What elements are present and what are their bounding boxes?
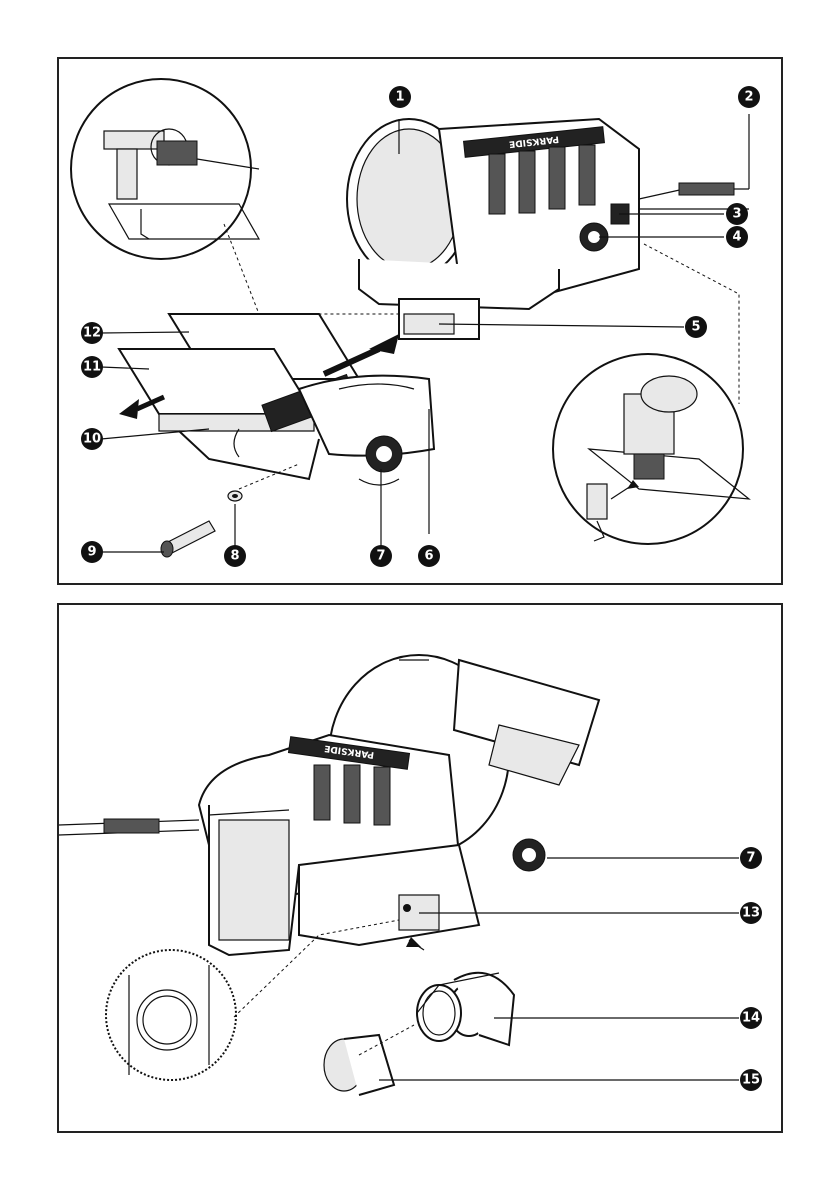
callout-6: 6: [418, 545, 440, 567]
work-rest-table: [119, 314, 434, 485]
callout-7-bottom-label: 7: [746, 851, 755, 866]
callout-9: 9: [81, 541, 103, 563]
callout-7-bottom: 7: [740, 847, 762, 869]
callout-4-label: 4: [732, 230, 741, 245]
inset-clamp-detail: [71, 79, 259, 259]
grinder-rear-view: PARKSIDE: [59, 655, 599, 955]
callout-10: 10: [81, 428, 103, 450]
callout-13-label: 13: [742, 906, 760, 921]
bottom-illustration: PARKSIDE: [59, 605, 785, 1135]
callout-2: 2: [738, 86, 760, 108]
callout-5: 5: [685, 316, 707, 338]
callout-9-label: 9: [87, 545, 96, 560]
callout-5-label: 5: [691, 320, 700, 335]
callout-4: 4: [726, 226, 748, 248]
top-figure-panel: PARKSIDE: [57, 57, 783, 585]
callout-15-label: 15: [742, 1073, 760, 1088]
inset-base-detail: [553, 354, 749, 544]
dust-adapters: [324, 937, 514, 1095]
callout-12: 12: [81, 322, 103, 344]
callout-13: 13: [740, 902, 762, 924]
callout-11: 11: [81, 356, 103, 378]
bolt-and-washer: [161, 464, 299, 557]
grinder-main-body: PARKSIDE: [347, 119, 749, 339]
callout-8-label: 8: [230, 549, 239, 564]
callout-12-label: 12: [83, 326, 101, 341]
callout-1: 1: [389, 86, 411, 108]
callout-15: 15: [740, 1069, 762, 1091]
callout-8: 8: [224, 545, 246, 567]
callout-3: 3: [726, 203, 748, 225]
callout-11-label: 11: [83, 360, 101, 375]
bottom-figure-panel: PARKSIDE: [57, 603, 783, 1133]
callout-2-label: 2: [744, 90, 753, 105]
callout-3-label: 3: [732, 207, 741, 222]
callout-14-label: 14: [742, 1011, 760, 1026]
callout-7-label: 7: [376, 549, 385, 564]
callout-10-label: 10: [83, 432, 101, 447]
callout-1-label: 1: [395, 90, 404, 105]
callout-6-label: 6: [424, 549, 433, 564]
top-illustration: PARKSIDE: [59, 59, 785, 587]
callout-7: 7: [370, 545, 392, 567]
callout-14: 14: [740, 1007, 762, 1029]
